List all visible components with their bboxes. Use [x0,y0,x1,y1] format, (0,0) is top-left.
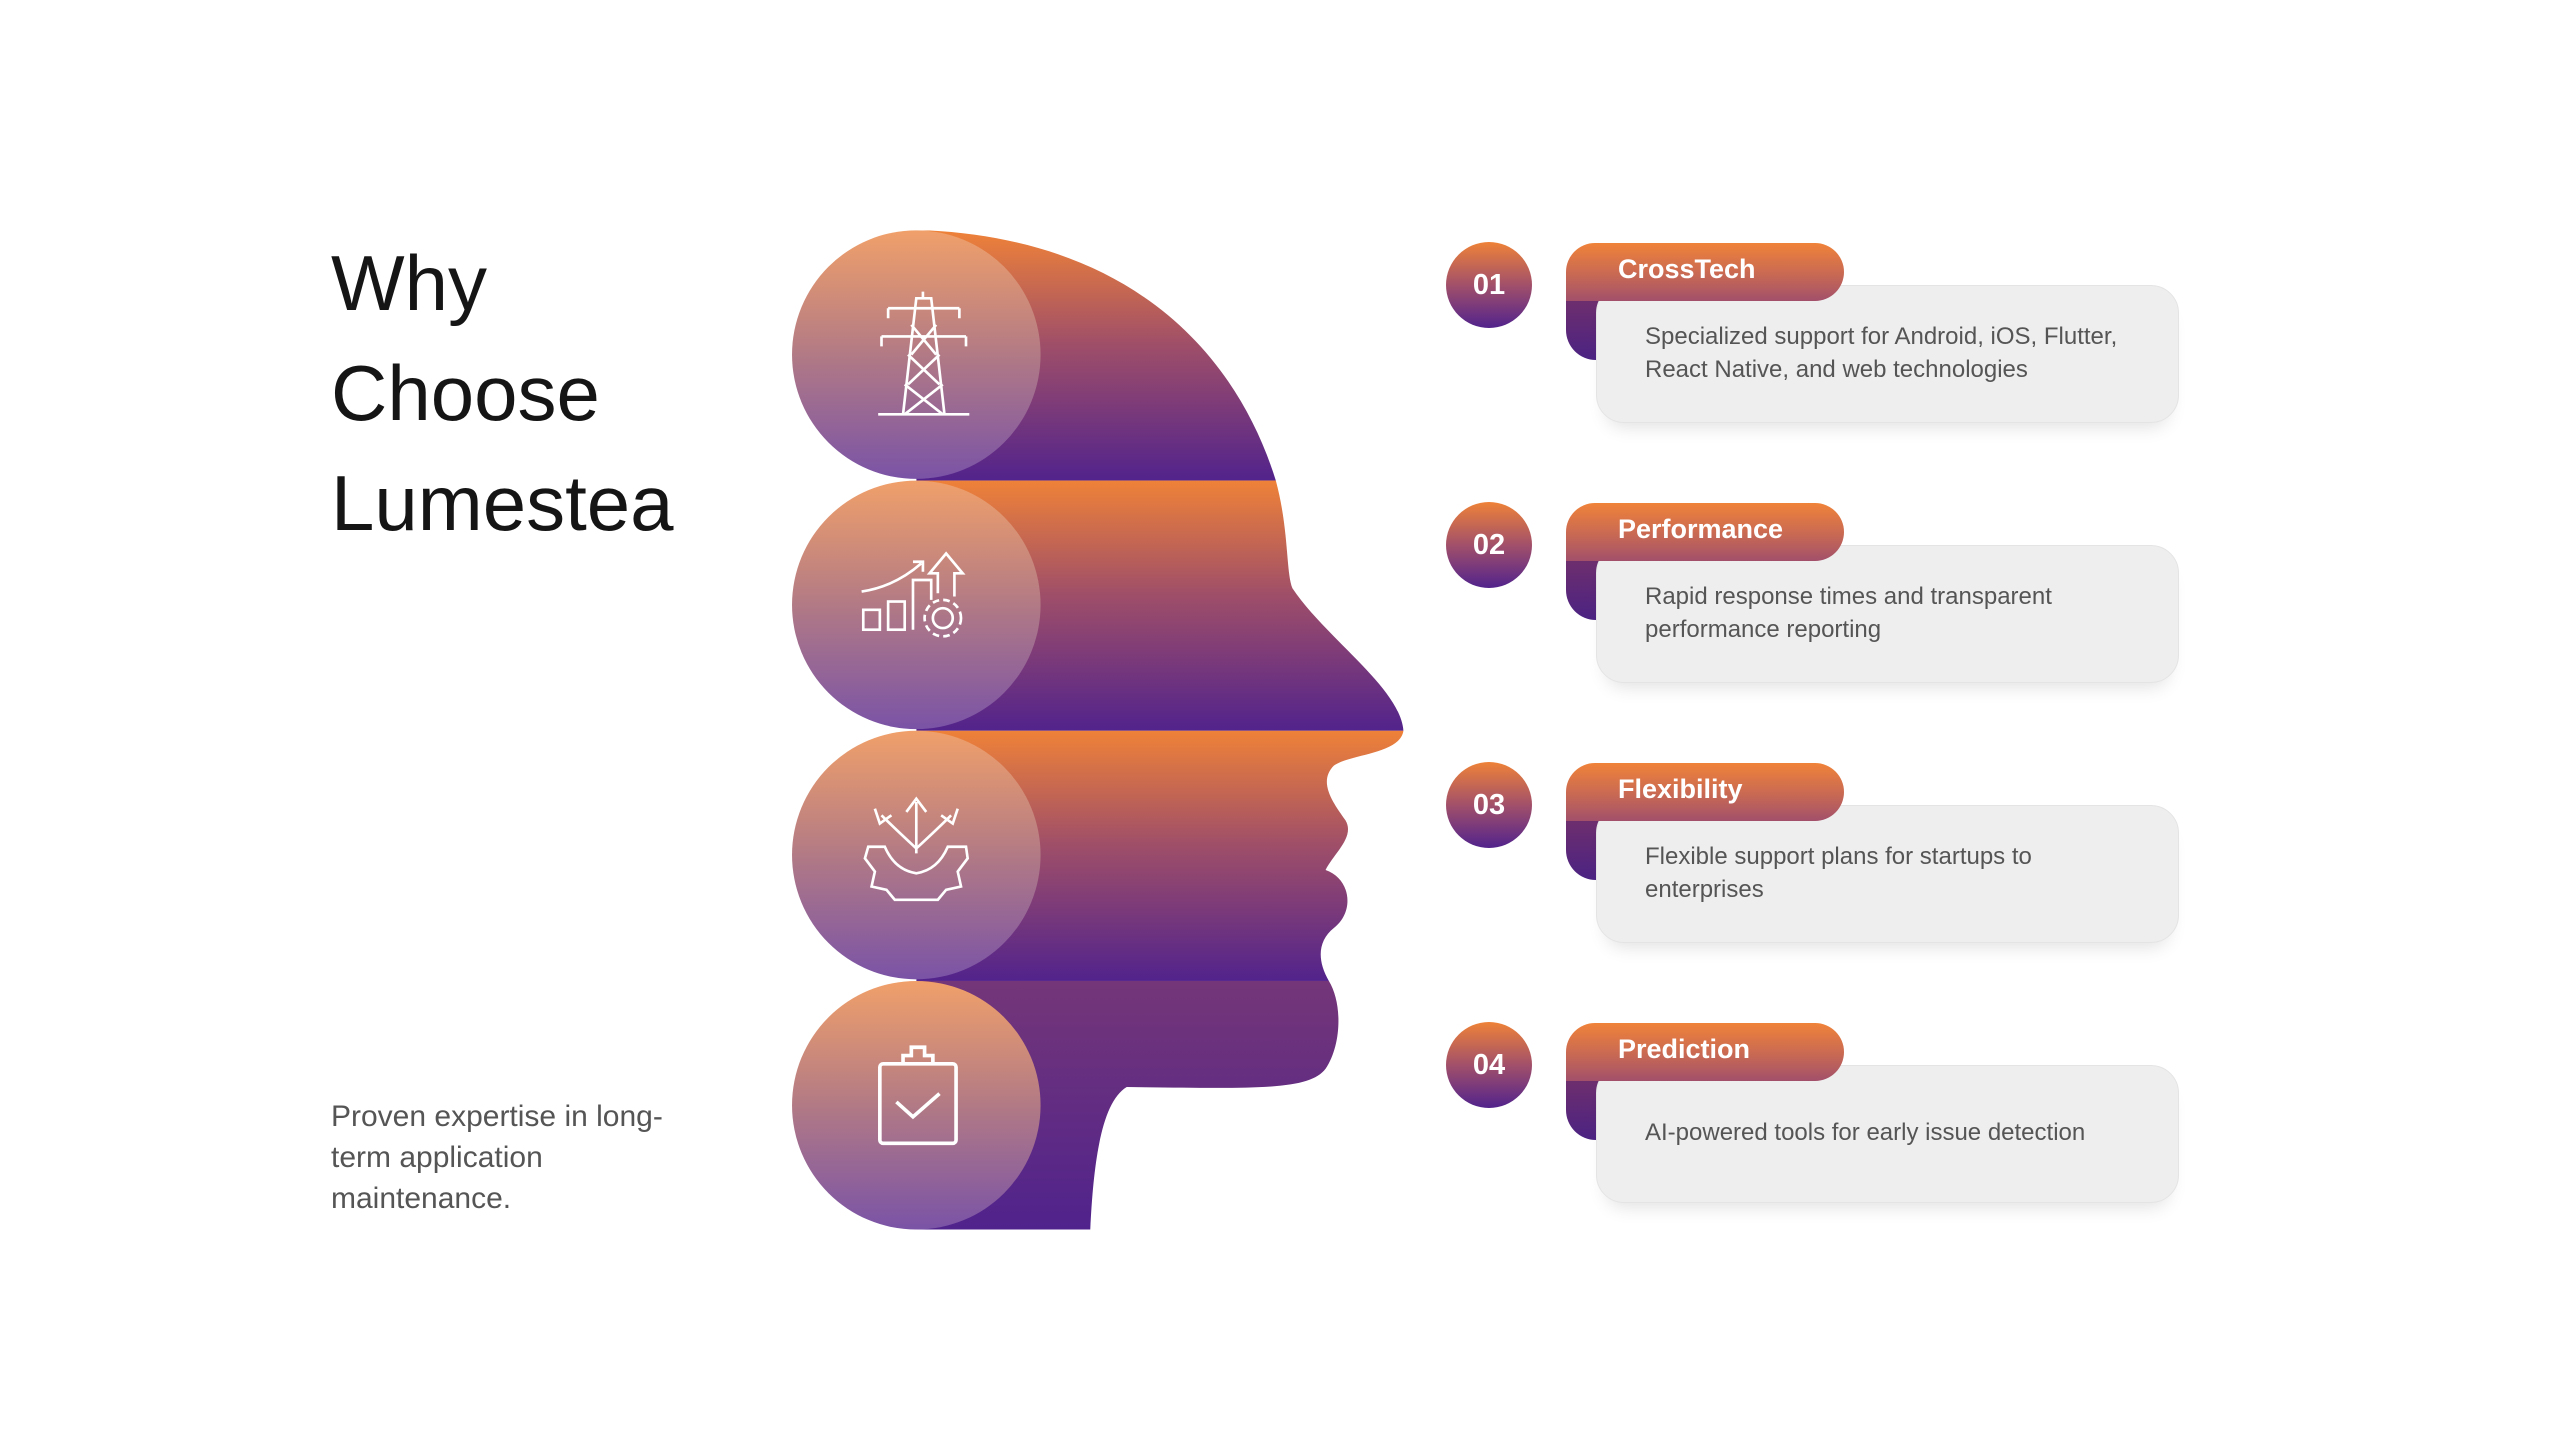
feature-title-tab: Performance [1566,503,1844,561]
icon-circle-1 [792,230,1041,479]
feature-title-tab: Flexibility [1566,763,1844,821]
feature-title: Prediction [1618,1034,1751,1064]
title-line-3: Lumestea [331,459,674,547]
feature-description: AI-powered tools for early issue detecti… [1645,1119,2086,1146]
feature-card: Flexible support plans for startups to e… [1596,805,2179,943]
feature-card: Specialized support for Android, iOS, Fl… [1596,285,2179,423]
feature-number-badge: 04 [1446,1022,1532,1108]
feature-number-badge: 01 [1446,242,1532,328]
feature-description: Rapid response times and transparent per… [1645,583,2052,643]
icon-circle-2 [792,480,1041,730]
feature-title: CrossTech [1618,254,1756,284]
feature-description: Specialized support for Android, iOS, Fl… [1645,323,2118,383]
subtitle: Proven expertise in long-term applicatio… [331,1100,663,1215]
title-line-2: Choose [331,349,600,437]
feature-number-badge: 02 [1446,502,1532,588]
gear-branching-arrows-icon [863,796,970,902]
growth-chart-gear-icon [861,551,966,638]
title-line-1: Why [331,239,487,327]
feature-title: Flexibility [1618,774,1743,804]
page-title: Why Choose Lumestea [331,228,674,558]
feature-card: Rapid response times and transparent per… [1596,545,2179,683]
clipboard-check-icon [878,1045,958,1146]
feature-description: Flexible support plans for startups to e… [1645,843,2032,903]
feature-title-tab: Prediction [1566,1023,1844,1081]
icon-circle-3 [792,730,1041,980]
feature-title: Performance [1618,514,1784,544]
feature-card: AI-powered tools for early issue detecti… [1596,1065,2179,1203]
feature-title-tab: CrossTech [1566,243,1844,301]
icon-circle-4 [792,980,1041,1230]
transmission-tower-icon [878,291,970,416]
feature-number-badge: 03 [1446,762,1532,848]
